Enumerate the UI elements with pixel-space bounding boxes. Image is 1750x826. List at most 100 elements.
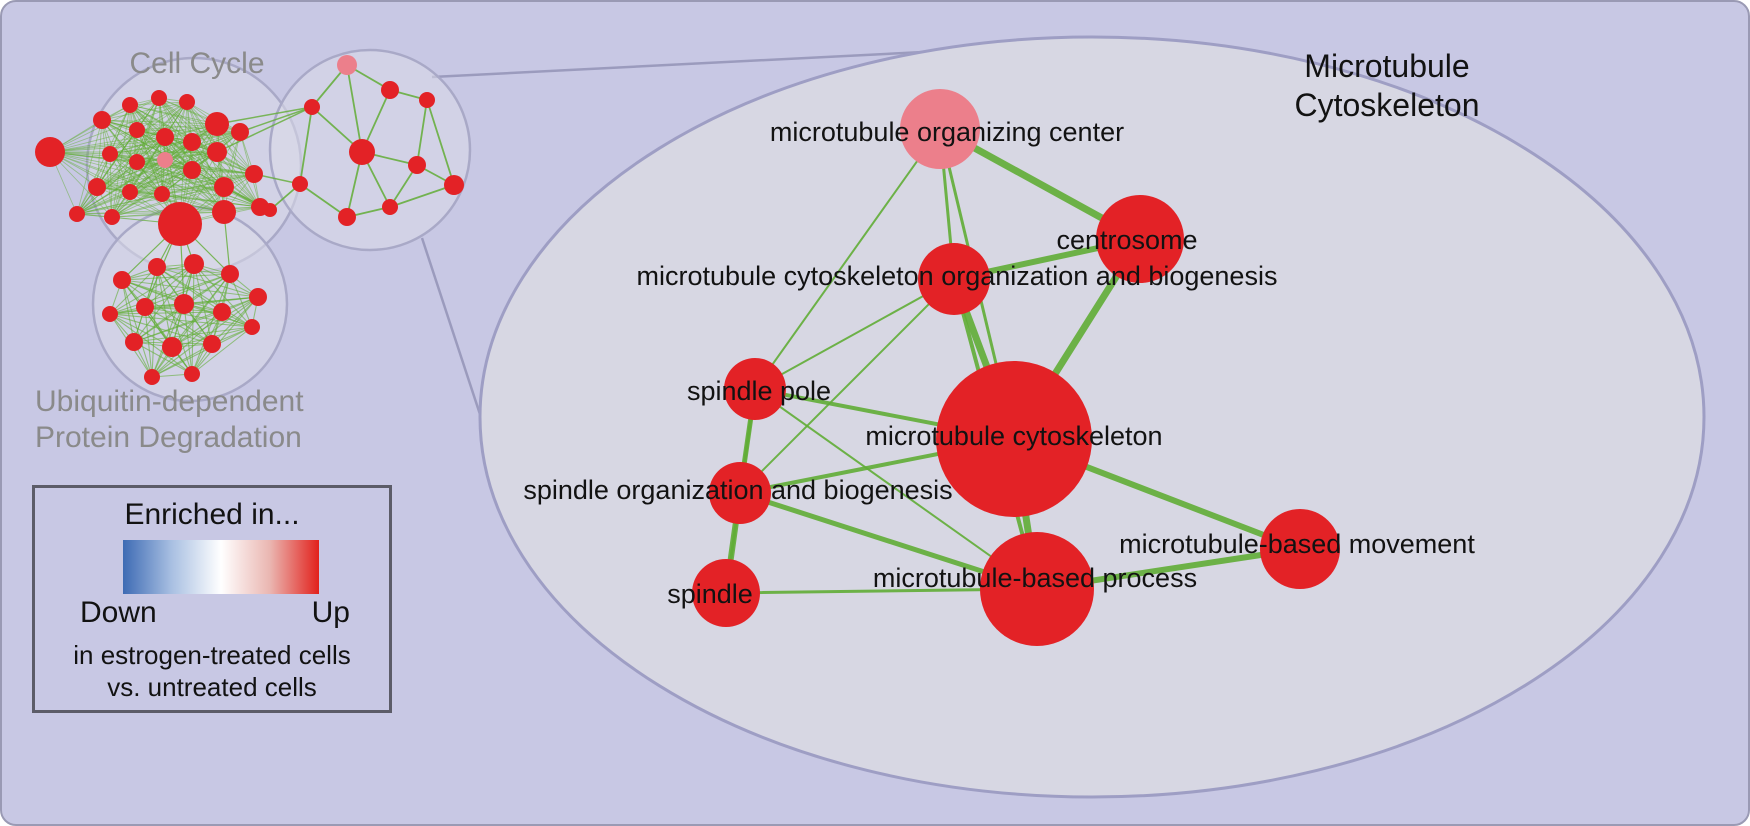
mini-edge — [109, 311, 223, 315]
node-process — [980, 532, 1094, 646]
mini-edge — [49, 151, 181, 225]
mini-node — [184, 366, 200, 382]
mini-node — [203, 335, 221, 353]
mini-edge — [49, 104, 131, 153]
mini-cross-edge — [239, 106, 313, 133]
node-spindle_orgbio — [709, 462, 771, 524]
mini-node — [102, 146, 118, 162]
mini-edge — [76, 211, 225, 215]
mini-edge — [426, 99, 455, 186]
legend-up-label: Up — [311, 596, 350, 629]
mini-node — [93, 111, 111, 129]
mini-edge — [129, 173, 255, 193]
cluster-label-ubiquitin: Ubiquitin-dependent Protein Degradation — [35, 384, 304, 456]
mini-edge — [144, 306, 253, 328]
mini-edge — [156, 266, 193, 375]
mini-node — [337, 55, 357, 75]
cluster-label-ubiquitin-line2: Protein Degradation — [35, 421, 302, 454]
mini-edge — [109, 273, 231, 315]
mini-node — [122, 184, 138, 200]
cluster-label-ubiquitin-line1: Ubiquitin-dependent — [35, 385, 304, 418]
mini-edge — [96, 169, 193, 188]
mini-edge — [109, 153, 225, 213]
mini-node — [419, 92, 435, 108]
node-label-process: microtubule-based process — [873, 563, 1197, 593]
edge-spindle_pole-process — [754, 388, 1038, 590]
mini-node — [444, 175, 464, 195]
mini-edge — [229, 273, 253, 328]
mini-node — [122, 97, 138, 113]
mini-node — [125, 333, 143, 351]
mini-edge — [164, 159, 255, 175]
legend-title: Enriched in... — [124, 498, 300, 531]
mini-edge — [191, 141, 261, 208]
mini-node — [104, 209, 120, 225]
mini-edge — [109, 101, 188, 155]
legend-gradient-bar — [123, 540, 319, 594]
mini-edge — [133, 311, 223, 343]
mini-node — [245, 165, 263, 183]
mini-node — [158, 202, 202, 246]
edge-moc-spindle_pole — [754, 128, 941, 390]
magnified-cluster-title-line1: Microtubule — [1304, 48, 1470, 84]
mini-edge — [109, 313, 173, 348]
magnified-cluster-title: Microtubule Cytoskeleton — [1267, 47, 1507, 125]
mini-edge — [76, 191, 131, 215]
mini-edge — [136, 123, 218, 131]
mini-edge — [121, 273, 231, 281]
mini-edge — [109, 153, 193, 171]
mini-node — [183, 161, 201, 179]
mini-edge — [109, 136, 166, 155]
mini-edge — [183, 303, 193, 375]
mini-node — [263, 203, 277, 217]
node-label-orgbio: microtubule cytoskeleton organization an… — [637, 261, 1278, 291]
node-label-cytoskeleton: microtubule cytoskeleton — [865, 421, 1162, 451]
mini-edge — [109, 141, 193, 155]
node-spindle — [692, 559, 760, 627]
mini-node — [136, 298, 154, 316]
mini-edge — [151, 326, 253, 378]
mini-edge — [183, 296, 259, 305]
mini-edge — [133, 341, 193, 375]
magnified-cluster-title-line2: Cytoskeleton — [1294, 87, 1480, 123]
node-label-centrosome: centrosome — [1056, 225, 1197, 255]
mini-node — [214, 177, 234, 197]
mini-edge — [151, 311, 223, 378]
node-cytoskeleton — [936, 361, 1092, 517]
mini-cross-edge — [216, 106, 313, 153]
node-centrosome — [1096, 195, 1184, 283]
magnified-cluster-ellipse — [478, 35, 1706, 799]
mini-node — [213, 303, 231, 321]
mini-edge — [211, 296, 259, 345]
mini-edge — [96, 173, 255, 188]
mini-edge — [121, 279, 213, 345]
mini-node — [249, 288, 267, 306]
mini-node — [304, 99, 320, 115]
mini-node — [408, 156, 426, 174]
node-label-movement: microtubule-based movement — [1119, 529, 1475, 559]
mini-edge — [389, 184, 455, 208]
mini-node — [221, 265, 239, 283]
node-orgbio — [918, 243, 990, 315]
mini-node — [231, 123, 249, 141]
node-label-moc: microtubule organizing center — [770, 117, 1124, 147]
mini-node — [183, 133, 201, 151]
mini-node — [381, 81, 399, 99]
mini-edge — [151, 296, 259, 378]
mini-node — [162, 337, 182, 357]
mini-cross-edge — [216, 106, 313, 125]
mini-node — [154, 186, 170, 202]
mini-node — [69, 206, 85, 222]
node-label-spindle: spindle — [667, 579, 753, 609]
mini-node — [113, 271, 131, 289]
mini-edge — [191, 326, 253, 375]
mini-edge — [151, 273, 231, 378]
legend: Enriched in... Down Up in estrogen-treat… — [32, 485, 392, 713]
mini-edge — [416, 99, 428, 166]
mini-edge — [111, 141, 193, 218]
mini-edge — [161, 193, 261, 208]
node-moc — [900, 89, 980, 169]
mini-edge — [101, 101, 188, 121]
